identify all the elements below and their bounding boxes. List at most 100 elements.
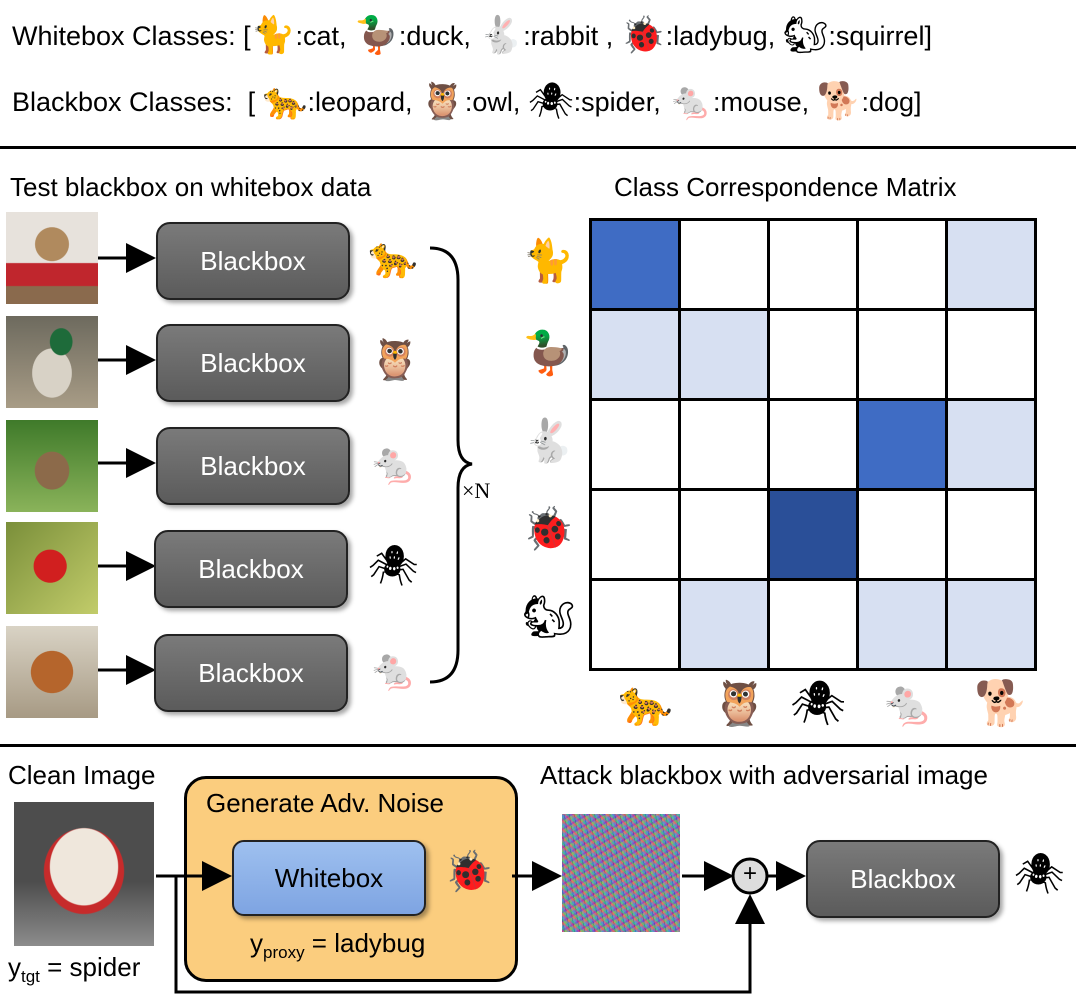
dog-icon: 🐕	[816, 81, 862, 122]
duck-icon: 🦆	[354, 15, 399, 56]
clean-image-title: Clean Image	[8, 760, 156, 790]
matrix-cell-none	[945, 488, 1037, 581]
ladybug-photo	[6, 522, 98, 614]
matrix-cell-none	[767, 578, 859, 671]
matrix-cell-none	[678, 398, 770, 491]
matrix-cell-medium	[856, 398, 948, 491]
matrix-row	[589, 578, 1037, 671]
class-name-owl: :owl,	[464, 86, 521, 117]
spider-icon: 🕷	[1014, 852, 1065, 896]
matrix-title: Class Correspondence Matrix	[614, 172, 957, 202]
matrix-cell-none	[767, 218, 859, 311]
leopard-icon: 🐆	[368, 236, 418, 280]
class-name-squirrel: :squirrel]	[828, 20, 932, 51]
target-sub: tgt	[21, 967, 40, 987]
matrix-row	[589, 308, 1037, 401]
target-label: ytgt = spider	[8, 952, 140, 987]
ladybug-icon: 🐞	[620, 15, 666, 56]
blackbox-classes-label: Blackbox Classes:	[12, 86, 233, 117]
adversarial-noise-image	[562, 814, 680, 932]
matrix-cell-none	[945, 308, 1037, 401]
leopard-icon: 🐆	[618, 679, 673, 728]
matrix-cell-light	[856, 578, 948, 671]
divider-top	[0, 146, 1076, 149]
matrix-cell-dark	[767, 488, 859, 581]
correspondence-matrix	[589, 218, 1037, 671]
class-name-mouse: :mouse,	[713, 86, 810, 117]
class-name-dog: :dog]	[861, 86, 922, 117]
duck-icon: 🦆	[522, 329, 575, 376]
blackbox-box-3: Blackbox	[156, 427, 350, 505]
spider-icon: 🕷	[527, 81, 574, 122]
matrix-cell-light	[678, 578, 770, 671]
duck-photo	[6, 316, 98, 408]
target-y: y	[8, 952, 21, 982]
matrix-cell-none	[589, 578, 681, 671]
matrix-row	[589, 218, 1037, 311]
open-bracket: [	[243, 20, 251, 51]
class-name-cat: :cat,	[295, 20, 347, 51]
matrix-cell-none	[589, 488, 681, 581]
attack-title: Attack blackbox with adversarial image	[540, 760, 988, 790]
ladybug-icon: 🐞	[522, 505, 575, 552]
rabbit-photo	[6, 420, 98, 512]
ladybug-icon: 🐞	[444, 850, 494, 894]
cat-icon: 🐈	[522, 237, 575, 284]
blackbox-box-attack: Blackbox	[806, 840, 1000, 918]
owl-icon: 🦉	[420, 81, 465, 122]
proxy-value: = ladybug	[304, 928, 426, 958]
target-value: = spider	[39, 952, 141, 982]
matrix-cell-light	[945, 218, 1037, 311]
class-name-leopard: :leopard,	[307, 86, 413, 117]
cat-photo	[6, 212, 98, 304]
proxy-label: yproxy = ladybug	[250, 928, 425, 963]
matrix-cell-none	[589, 398, 681, 491]
matrix-cell-none	[856, 308, 948, 401]
plus-sign: +	[742, 860, 757, 887]
mouse-icon: 🐁	[368, 442, 418, 486]
repeat-label: ×N	[462, 478, 491, 503]
matrix-cell-none	[856, 218, 948, 311]
matrix-cell-light	[589, 308, 681, 401]
mouse-icon: 🐁	[668, 81, 714, 122]
test-section-title: Test blackbox on whitebox data	[10, 172, 372, 202]
dog-icon: 🐕	[974, 679, 1029, 728]
matrix-cell-none	[678, 488, 770, 581]
matrix-cell-light	[945, 578, 1037, 671]
blackbox-box-5: Blackbox	[154, 634, 348, 712]
divider-bottom	[0, 744, 1076, 747]
proxy-sub: proxy	[263, 943, 305, 963]
class-name-spider: :spider,	[573, 86, 661, 117]
whitebox-classes-row: Whitebox Classes: [ 🐈:cat, 🦆:duck, 🐇:rab…	[12, 18, 932, 54]
cat-icon: 🐈	[250, 15, 296, 56]
spider-icon: 🕷	[790, 679, 846, 728]
dog-photo	[14, 802, 154, 946]
matrix-cell-none	[767, 398, 859, 491]
class-name-rabbit: :rabbit ,	[523, 20, 614, 51]
matrix-cell-none	[856, 488, 948, 581]
owl-icon: 🦉	[370, 338, 420, 382]
spider-icon: 🕷	[368, 544, 419, 588]
class-name-ladybug: :ladybug,	[665, 20, 776, 51]
noise-title: Generate Adv. Noise	[206, 788, 444, 818]
squirrel-icon: 🐿	[782, 15, 829, 56]
repeat-brace	[429, 246, 473, 684]
blackbox-box-4: Blackbox	[154, 530, 348, 608]
matrix-cell-light	[678, 308, 770, 401]
whitebox-classes-label: Whitebox Classes:	[12, 20, 236, 51]
squirrel-photo	[6, 626, 98, 718]
matrix-cell-none	[678, 218, 770, 311]
squirrel-icon: 🐿	[522, 593, 576, 640]
proxy-y: y	[250, 928, 263, 958]
whitebox-box: Whitebox	[232, 840, 426, 916]
class-name-duck: :duck,	[398, 20, 471, 51]
mouse-icon: 🐁	[880, 679, 935, 728]
mouse-icon: 🐁	[368, 648, 418, 692]
rabbit-icon: 🐇	[522, 417, 575, 464]
owl-icon: 🦉	[712, 679, 767, 728]
open-bracket: [	[247, 86, 256, 117]
matrix-cell-medium	[589, 218, 681, 311]
matrix-cell-light	[945, 398, 1037, 491]
